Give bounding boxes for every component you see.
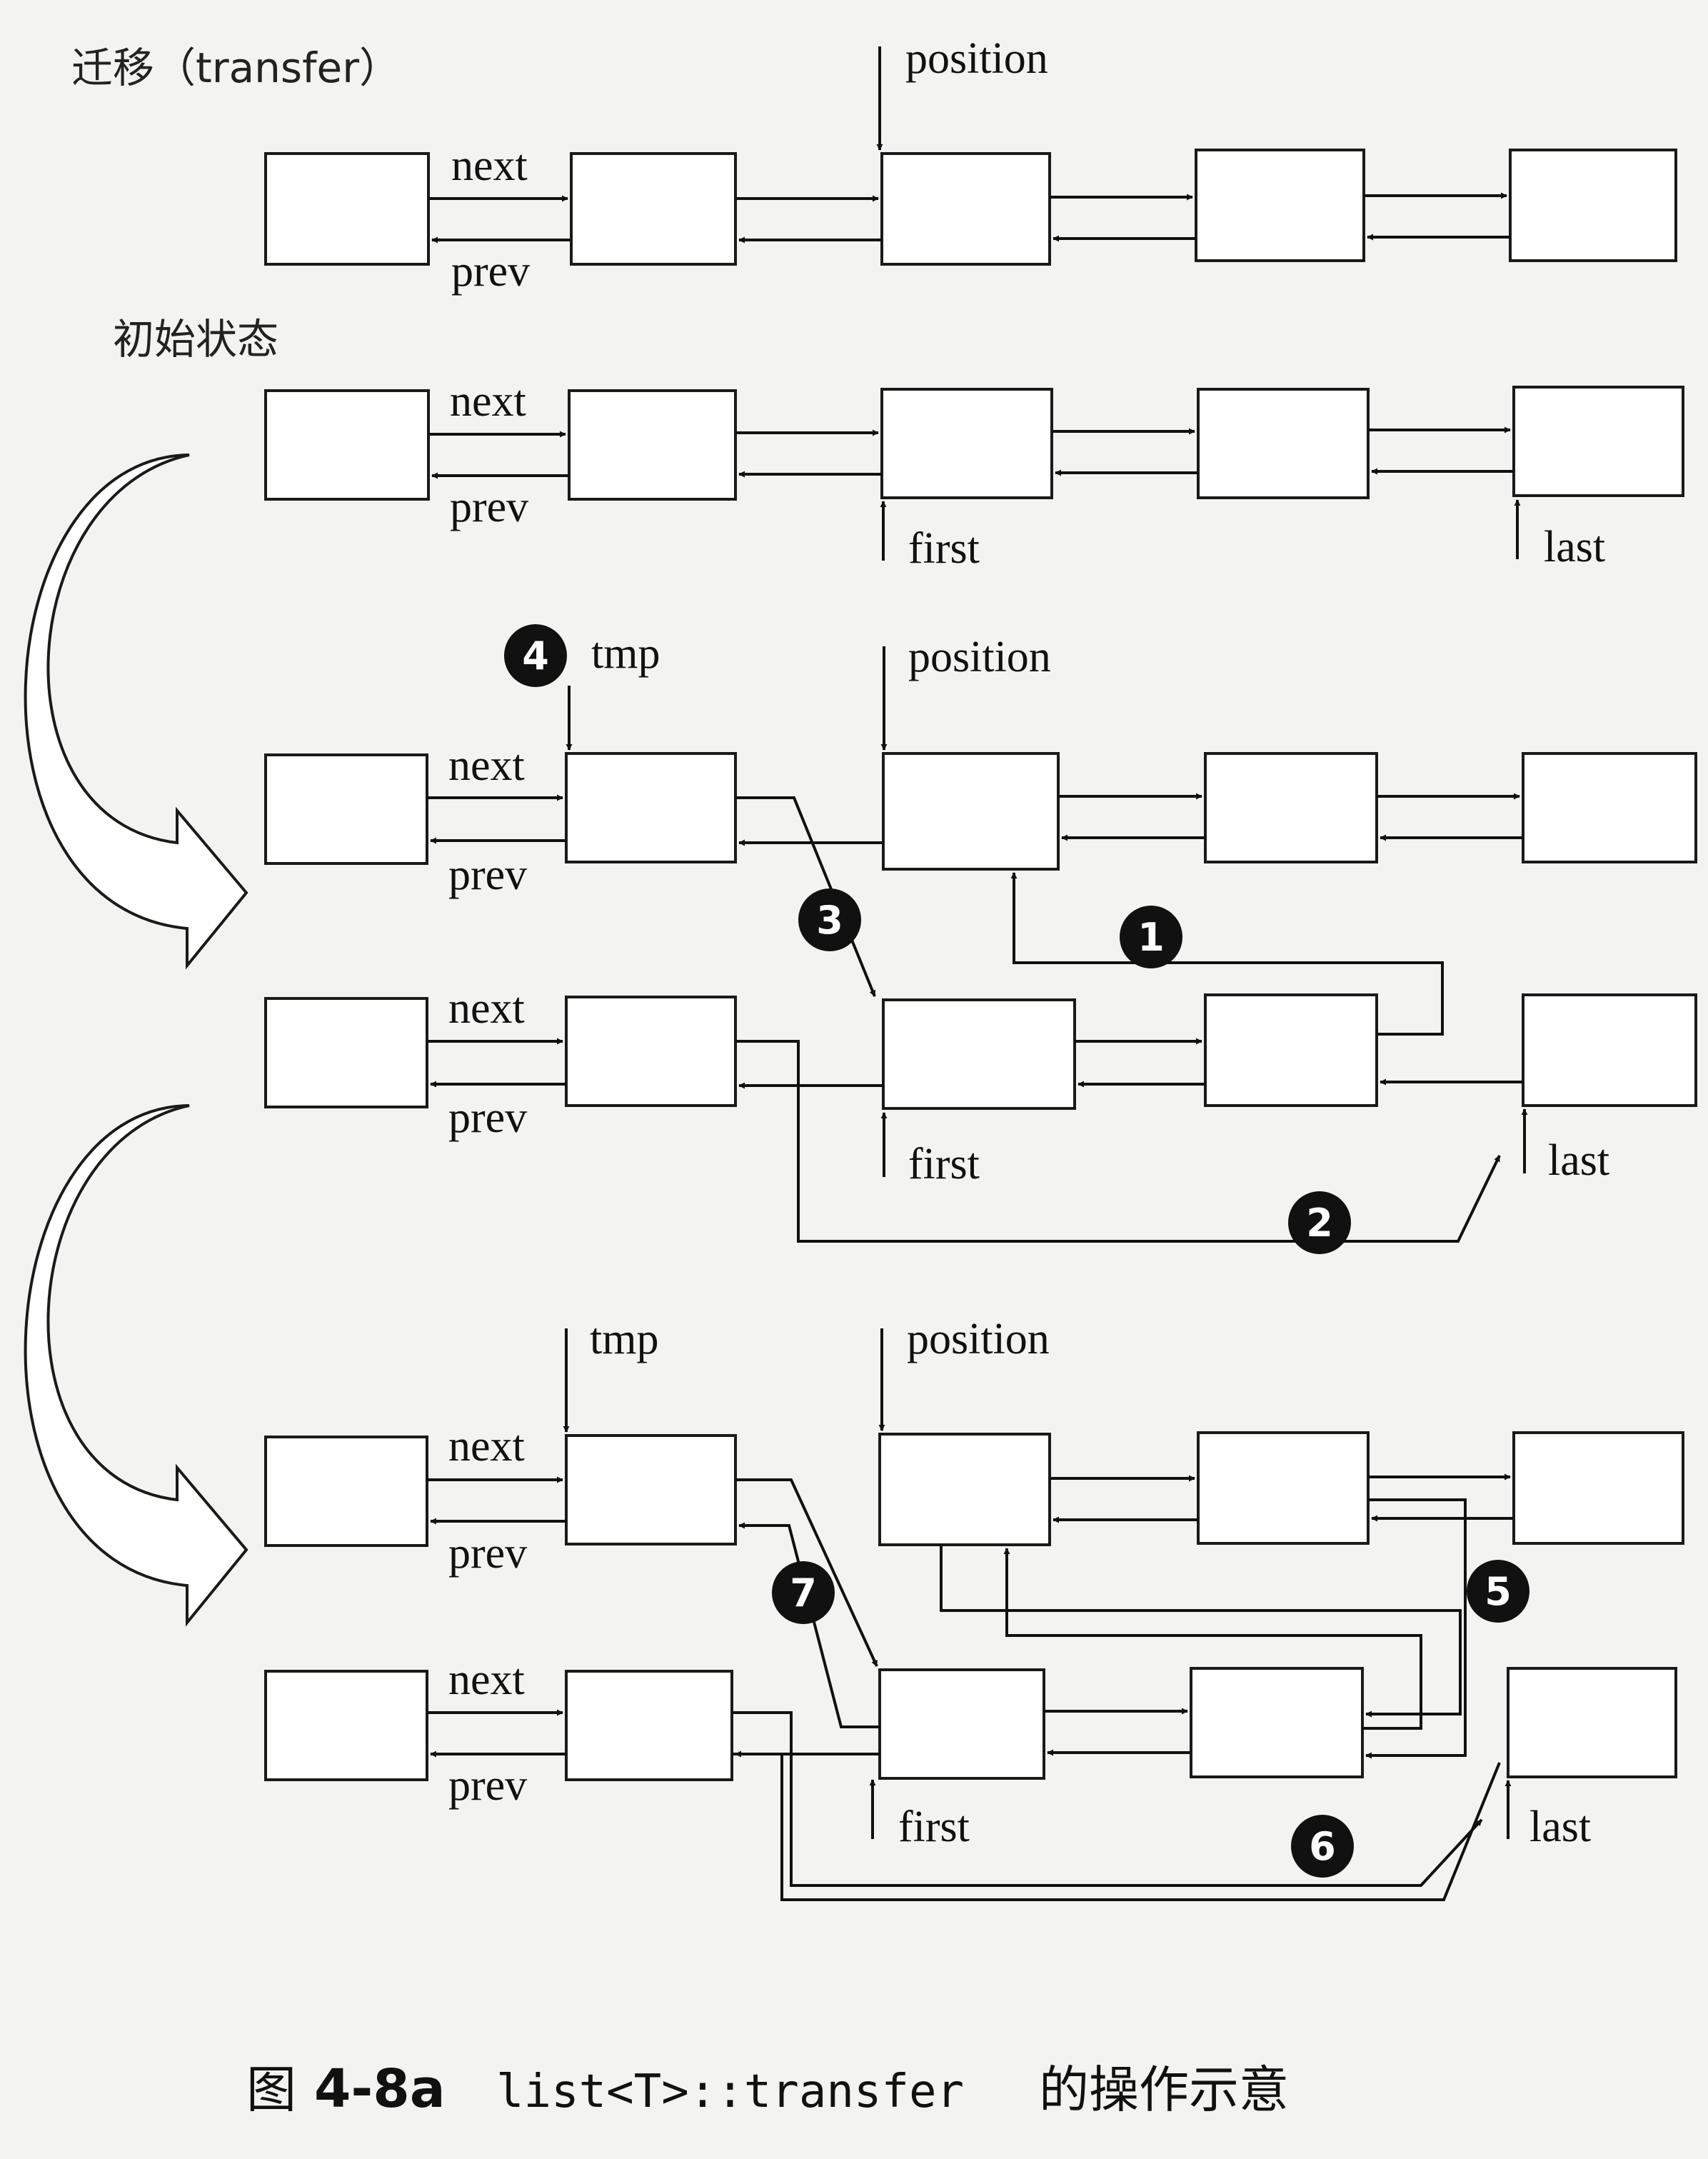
node <box>1204 993 1378 1107</box>
svg-text:图: 图 <box>246 2060 296 2119</box>
svg-text:的操作示意: 的操作示意 <box>1039 2060 1289 2119</box>
node <box>1509 149 1677 262</box>
row-step-b-bottom: next prev first last <box>264 1655 1677 1851</box>
node <box>1197 1431 1370 1545</box>
node <box>1507 1667 1677 1778</box>
node <box>264 389 430 501</box>
svg-text:5: 5 <box>1485 1569 1512 1614</box>
position-label: position <box>905 34 1048 83</box>
prev-label: prev <box>450 483 528 531</box>
svg-text:6: 6 <box>1309 1824 1336 1869</box>
prev-label: prev <box>448 1761 527 1810</box>
next-label: next <box>448 1422 525 1471</box>
prev-label: prev <box>448 851 527 899</box>
step-badge-7: 7 <box>772 1561 835 1624</box>
position-label: position <box>907 1315 1050 1363</box>
last-label: last <box>1529 1803 1591 1851</box>
step-badge-5: 5 <box>1467 1560 1529 1623</box>
node <box>1204 752 1378 863</box>
first-label: first <box>898 1803 970 1851</box>
position-label: position <box>908 633 1051 681</box>
transition-arrow <box>24 454 248 970</box>
figure-caption: 图 4-8a list<T>::transfer 的操作示意 <box>246 2058 1289 2120</box>
node <box>264 997 428 1108</box>
svg-text:2: 2 <box>1306 1201 1333 1246</box>
next-label: next <box>450 377 526 426</box>
state-label: 初始状态 <box>113 315 278 364</box>
node <box>880 152 1051 266</box>
node <box>882 752 1060 871</box>
node <box>565 1670 733 1781</box>
node <box>880 388 1053 499</box>
node <box>264 753 428 865</box>
next-label: next <box>448 984 525 1033</box>
node <box>1190 1667 1364 1778</box>
node <box>264 152 430 266</box>
svg-text:4: 4 <box>522 633 549 678</box>
step-badge-1: 1 <box>1120 906 1182 968</box>
node <box>878 1433 1051 1546</box>
row-step-a-bottom: next prev first last <box>264 984 1697 1188</box>
prev-label: prev <box>451 247 530 296</box>
node <box>1522 752 1697 863</box>
svg-text:1: 1 <box>1137 915 1165 960</box>
node <box>882 998 1076 1110</box>
last-label: last <box>1544 523 1605 571</box>
diagram-title: 迁移（transfer） <box>71 44 401 92</box>
node <box>264 1670 428 1781</box>
tmp-label: tmp <box>590 1315 658 1363</box>
row-step-a-top: next prev tmp position <box>264 629 1697 899</box>
prev-label: prev <box>448 1529 527 1578</box>
node <box>1512 1431 1684 1545</box>
row-transfer: next prev position <box>264 34 1677 296</box>
node <box>878 1668 1045 1780</box>
last-label: last <box>1548 1136 1609 1185</box>
svg-text:3: 3 <box>816 898 843 943</box>
tmp-label: tmp <box>591 629 660 678</box>
node <box>1195 149 1365 262</box>
node <box>568 389 737 501</box>
prev-label: prev <box>448 1093 527 1142</box>
next-label: next <box>448 741 525 790</box>
step-badge-3: 3 <box>798 888 861 951</box>
svg-text:list<T>::transfer: list<T>::transfer <box>496 2065 964 2118</box>
row-initial: next prev first last <box>264 377 1684 573</box>
node <box>565 996 737 1107</box>
svg-text:7: 7 <box>790 1571 817 1616</box>
node <box>264 1436 428 1547</box>
node <box>1522 993 1697 1107</box>
transition-arrow <box>24 1104 248 1627</box>
node <box>570 152 737 266</box>
step-badge-6: 6 <box>1291 1815 1354 1878</box>
node <box>1512 386 1684 497</box>
next-label: next <box>451 141 528 190</box>
node <box>565 752 737 863</box>
next-label: next <box>448 1655 525 1704</box>
svg-text:4-8a: 4-8a <box>314 2058 446 2120</box>
node <box>565 1434 737 1546</box>
row-step-b-top: next prev tmp position <box>264 1315 1684 1578</box>
step-badge-2: 2 <box>1288 1191 1351 1254</box>
node <box>1197 388 1370 499</box>
first-label: first <box>908 524 980 573</box>
step-badge-4: 4 <box>504 624 567 687</box>
first-label: first <box>908 1140 980 1188</box>
